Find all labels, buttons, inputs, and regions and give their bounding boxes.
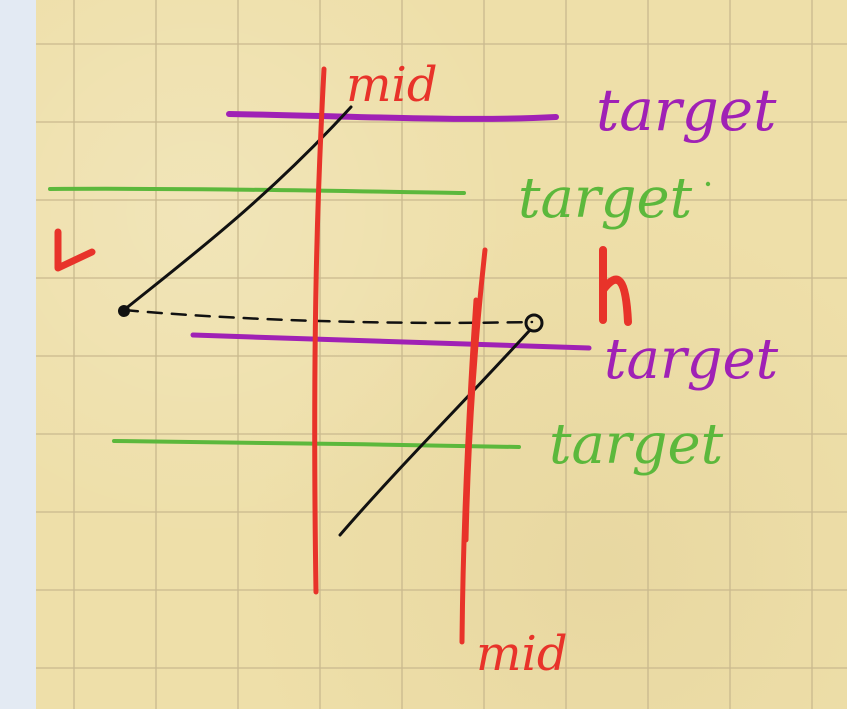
- decorative-dot: [705, 181, 711, 187]
- left-endpoint: [118, 305, 130, 317]
- mid-label-bottom: mid: [476, 626, 568, 682]
- target-line-purple-bottom: [190, 332, 592, 351]
- dashed-connector: [122, 308, 534, 325]
- diagonal-line-right: [338, 328, 532, 537]
- target-label-purple-top: target: [596, 76, 777, 144]
- target-label-purple-bottom: target: [604, 327, 779, 392]
- mid-label-top: mid: [346, 57, 438, 113]
- target-line-purple-top: [226, 111, 559, 122]
- left-margin: [0, 0, 36, 709]
- right-marker-h: [599, 246, 632, 326]
- right-endpoint: [524, 313, 544, 333]
- target-line-green-top: [48, 186, 466, 195]
- left-marker-L: [54, 228, 96, 272]
- target-label-green-top: target: [518, 166, 693, 231]
- note-paper: mid mid target target target target: [36, 0, 847, 709]
- target-label-green-bottom: target: [549, 412, 724, 477]
- sketch-canvas: mid mid target target target target: [36, 0, 847, 709]
- mid-line-left: [312, 66, 327, 595]
- mid-line-right-bottom: [459, 297, 479, 645]
